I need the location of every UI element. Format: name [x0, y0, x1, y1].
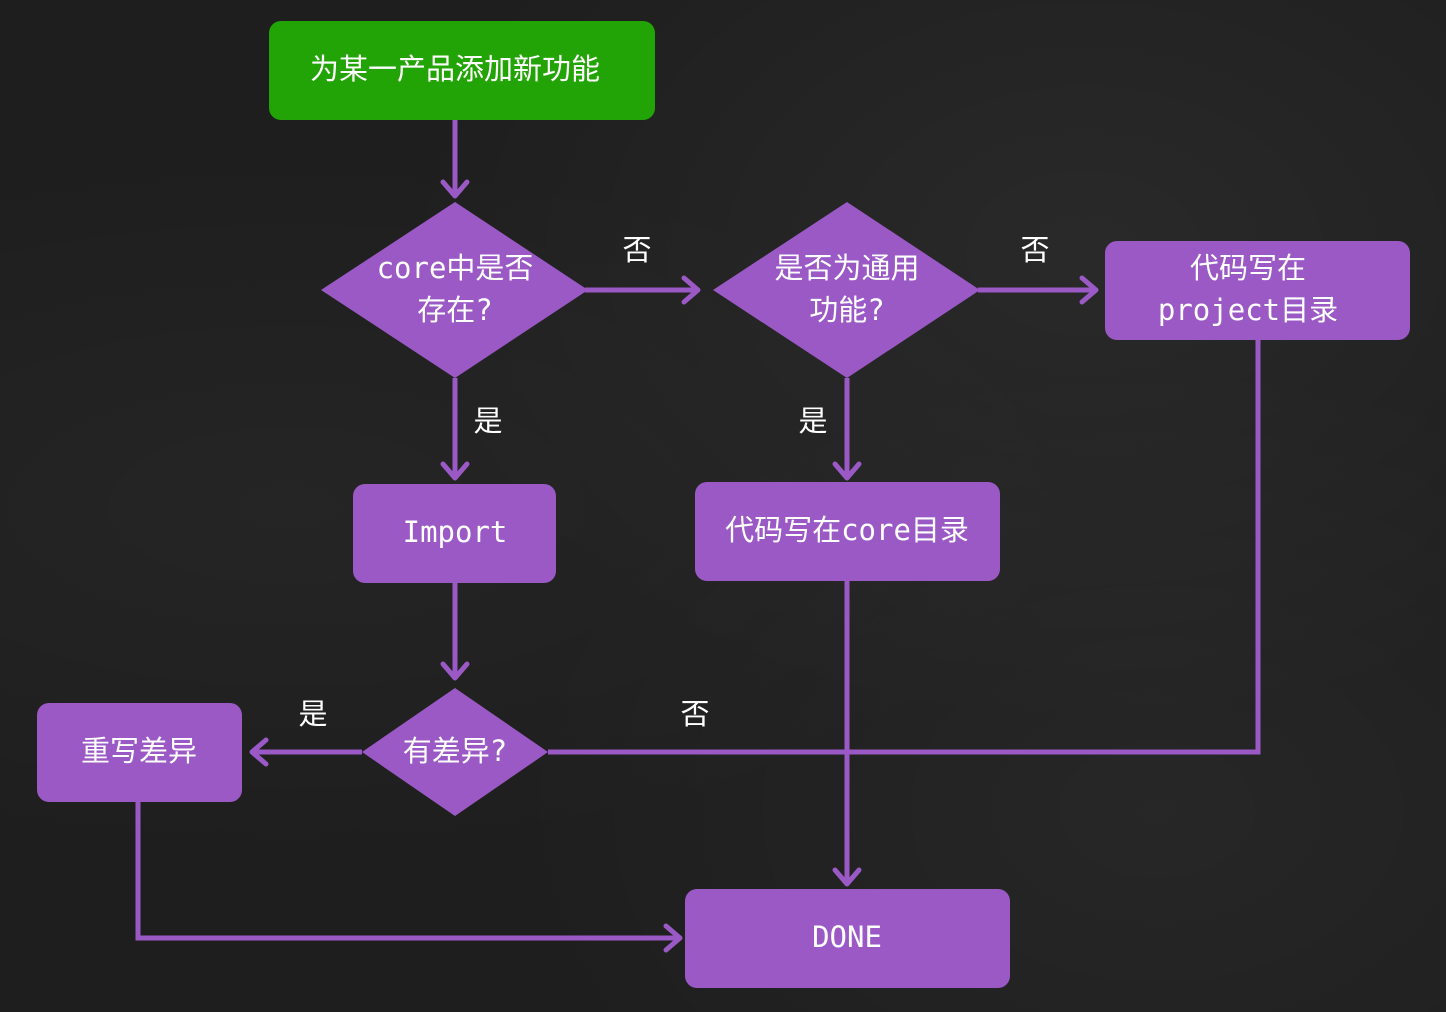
edge-label-common-no: 否: [1020, 233, 1049, 267]
process-import-label: Import: [403, 515, 508, 549]
decision-has-diff: 有差异?: [362, 688, 548, 816]
decision-common-feature-label-line2: 功能?: [809, 293, 884, 327]
process-write-project-label-line1: 代码写在: [1190, 251, 1306, 285]
edge-label-core-no: 否: [622, 233, 651, 267]
process-write-core-label: 代码写在core目录: [725, 513, 969, 547]
arrowhead-core-check-to-common-check: [681, 275, 701, 305]
decision-core-exists: core中是否 存在?: [321, 202, 588, 378]
arrowhead-rewrite-to-done: [663, 923, 683, 953]
decision-common-feature-label-line1: 是否为通用: [774, 251, 919, 285]
process-write-project-label-line2: project目录: [1158, 293, 1338, 327]
arrowhead-common-check-to-project: [1079, 275, 1099, 305]
process-rewrite-diff-label: 重写差异: [81, 734, 197, 768]
process-rewrite-diff: 重写差异: [37, 703, 242, 802]
arrowhead-diff-check-to-rewrite: [249, 737, 269, 767]
decision-core-exists-label-line1: core中是否: [377, 251, 534, 285]
edge-label-common-yes: 是: [798, 404, 827, 438]
decision-common-feature: 是否为通用 功能?: [713, 202, 980, 378]
process-write-project: 代码写在 project目录: [1105, 241, 1410, 340]
process-write-core: 代码写在core目录: [695, 482, 1000, 581]
edge-label-core-yes: 是: [473, 404, 502, 438]
arrowhead-import-to-diff-check: [440, 661, 470, 681]
edge-label-diff-no: 否: [680, 697, 709, 731]
arrowhead-common-check-to-core-dir: [832, 461, 862, 481]
edge-label-diff-yes: 是: [298, 697, 327, 731]
arrowhead-start-to-core-check: [440, 179, 470, 199]
process-import: Import: [353, 484, 556, 583]
decision-has-diff-label: 有差异?: [403, 734, 507, 768]
decision-core-exists-label-line2: 存在?: [417, 293, 492, 327]
start-node-label: 为某一产品添加新功能: [310, 52, 600, 86]
start-node: 为某一产品添加新功能: [269, 21, 655, 120]
arrowhead-core-check-to-import: [440, 461, 470, 481]
arrowhead-core-dir-to-done: [832, 867, 862, 887]
end-node-done-label: DONE: [812, 920, 882, 954]
edge-rewrite-to-done: [135, 802, 680, 941]
end-node-done: DONE: [685, 889, 1010, 988]
edge-diff-check-to-project-branch: [548, 340, 1261, 755]
